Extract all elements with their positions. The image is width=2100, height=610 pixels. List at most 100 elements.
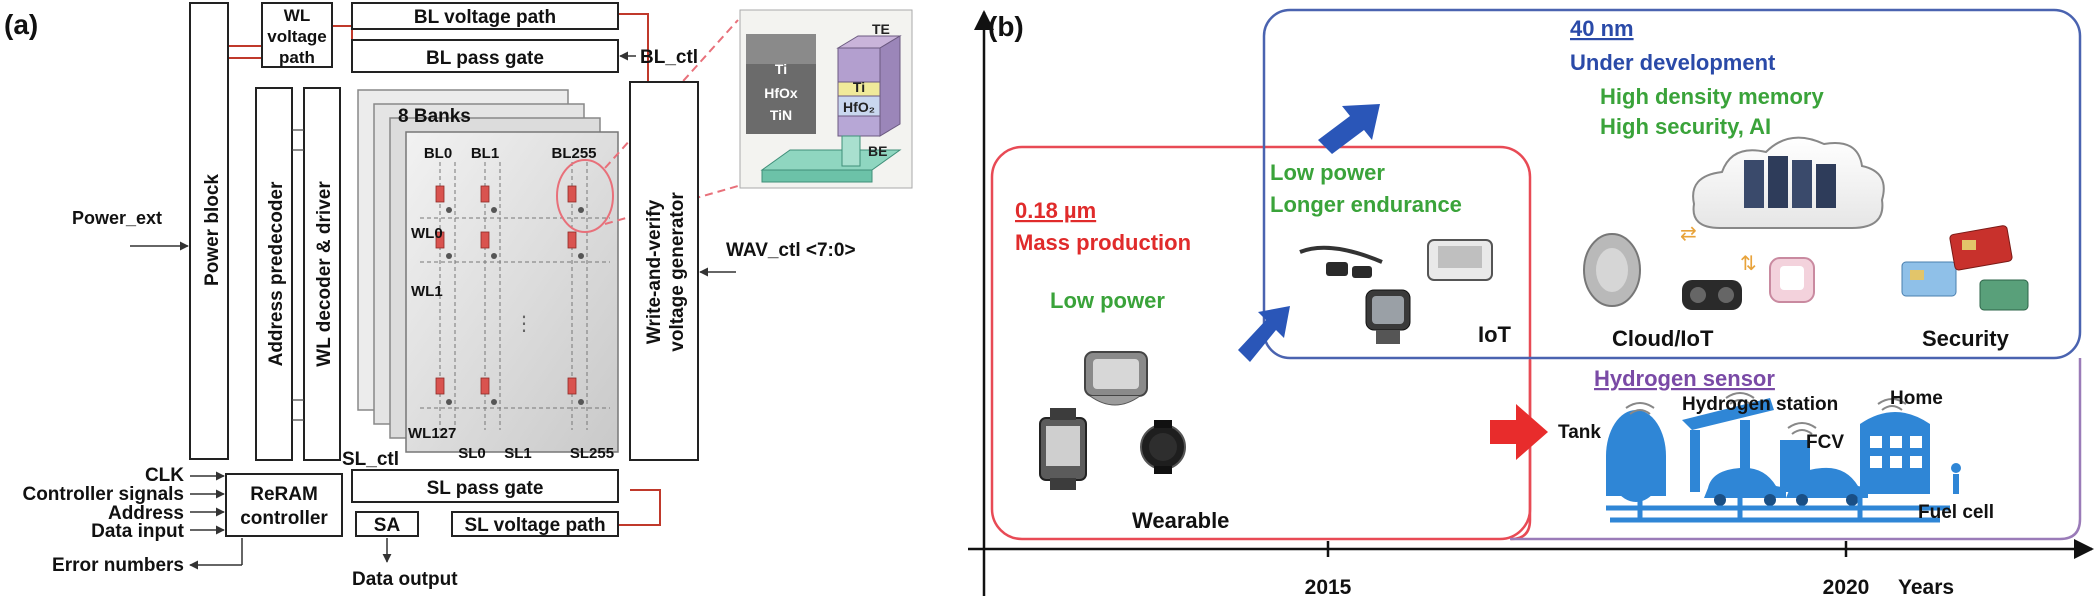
layer-stack-3d	[760, 35, 902, 183]
controller-line1: ReRAM	[250, 484, 318, 505]
sa-box	[355, 511, 419, 537]
controller-inputs	[189, 471, 243, 570]
node2-status: Under development	[1570, 50, 1776, 75]
wordline-labels: WL0 WL1 WL127	[408, 225, 456, 442]
hydrogen-pipes	[1606, 496, 1950, 523]
input-label: Address	[108, 503, 184, 524]
controller-line2: controller	[240, 508, 328, 529]
panel-b-label: (b)	[988, 11, 1024, 42]
iot-feature: Low power	[1270, 160, 1385, 185]
disk-drive-icon	[1583, 233, 1641, 307]
home-icon	[1860, 412, 1961, 494]
panel-b: (b) 2015 2020 Years 0.18 µm Mass product…	[968, 8, 2094, 599]
watch-icon	[1140, 420, 1186, 474]
sensor-box-icon	[1427, 239, 1493, 281]
iot-feature: Longer endurance	[1270, 192, 1462, 217]
sl-voltage-path-box	[451, 511, 619, 537]
bitline-label: BL255	[551, 145, 596, 162]
wl-voltage-path-line2: voltage	[267, 27, 327, 46]
hydrogen-label: Fuel cell	[1918, 502, 1994, 523]
cell-highlight	[556, 159, 614, 233]
fcv-car-icon	[1704, 467, 1786, 506]
array-ellipsis: ⋮	[514, 313, 534, 335]
hydrogen-scene	[1606, 392, 1961, 523]
credit-card-icon	[1979, 279, 2029, 311]
x-tick-label: 2020	[1823, 576, 1870, 599]
growth-arrow-blue	[1238, 306, 1290, 362]
x-tick-label: 2015	[1305, 576, 1352, 599]
sourceline-label: SL0	[458, 445, 486, 462]
tank-icon	[1606, 410, 1666, 502]
app-label: Security	[1922, 326, 2010, 351]
sourceline-label: SL255	[570, 445, 614, 462]
wav-ctl-label: WAV_ctl <7:0>	[726, 240, 856, 261]
vr-headset-icon	[1682, 280, 1742, 310]
node1-size: 0.18 µm	[1015, 198, 1096, 223]
credit-card-icon	[1901, 261, 1957, 297]
power-block	[189, 2, 229, 460]
address-predecoder-box	[255, 87, 293, 461]
input-label: CLK	[145, 465, 184, 486]
wl-voltage-path-box	[261, 2, 333, 68]
iot-devices	[1299, 239, 1493, 344]
wl-decoder-box	[303, 87, 341, 461]
bitline-label: BL1	[471, 145, 499, 162]
region-40nm	[1262, 8, 2082, 360]
node2-feature: High security, AI	[1600, 114, 1771, 139]
wordline-label: WL0	[411, 225, 443, 242]
input-label: Data input	[91, 521, 185, 542]
sl-voltage-path-label: SL voltage path	[464, 515, 605, 536]
wav-generator-line1: Write-and-verify	[644, 199, 665, 344]
hydrogen-label: FCV	[1806, 432, 1844, 453]
node1-status: Mass production	[1015, 230, 1191, 255]
input-label: Controller signals	[22, 484, 184, 505]
tem-layer-label: Ti	[775, 61, 787, 77]
smartwatch-icon	[1365, 289, 1411, 344]
zoom-line-top	[604, 19, 739, 169]
hydrogen-label: Hydrogen station	[1682, 394, 1838, 415]
watch-icon	[1039, 408, 1087, 490]
iot-label: IoT	[1478, 322, 1512, 347]
hydrogen-label: Home	[1890, 388, 1943, 409]
hydrogen-labels: Tank Hydrogen station FCV Home Fuel cell	[1558, 388, 1994, 523]
growth-arrow-blue	[1318, 104, 1380, 154]
wearable-devices	[1039, 351, 1186, 490]
be-label: BE	[868, 143, 887, 159]
app-label: Cloud/IoT	[1612, 326, 1714, 351]
credit-card-icon	[1949, 225, 2013, 271]
tem-layer-label: HfOx	[764, 85, 798, 101]
sl-ctl-label: SL_ctl	[342, 449, 399, 470]
wav-generator-box	[629, 81, 699, 461]
bl-voltage-path-box	[351, 2, 619, 30]
bank-stack	[357, 89, 619, 453]
region-018um	[990, 145, 1532, 541]
fcv-car-icon	[1786, 467, 1868, 506]
wearable-band-icon	[1769, 257, 1815, 303]
bl-ctl-label: BL_ctl	[640, 47, 698, 68]
bitline-labels: BL0 BL1 BL255	[424, 145, 597, 162]
region-hydrogen	[1510, 358, 2082, 541]
watch-icon	[1084, 351, 1148, 406]
wearable-label: Wearable	[1132, 508, 1229, 533]
sl-pass-gate-label: SL pass gate	[427, 478, 544, 499]
bl-pass-gate-box	[351, 39, 619, 73]
sourceline-label: SL1	[504, 445, 532, 462]
te-label: TE	[872, 21, 890, 37]
power-ext-label: Power_ext	[72, 208, 162, 228]
panel-a-label: (a)	[4, 9, 38, 40]
banks-label: 8 Banks	[398, 106, 471, 127]
security-cards	[1901, 225, 2029, 311]
bank-front	[405, 131, 619, 453]
memory-array: ⋮	[420, 162, 610, 430]
sync-arrow: ⇄	[1680, 223, 1697, 245]
tem-layer-label: TiN	[770, 107, 792, 123]
power-block-label: Power block	[202, 174, 223, 286]
panel-a: (a) Power block Power_ext WL voltage pat…	[4, 2, 913, 590]
wordline-label: WL127	[408, 425, 456, 442]
wl-voltage-path-line1: WL	[284, 6, 310, 25]
bl-pass-gate-label: BL pass gate	[426, 48, 544, 69]
wifi-sensor-icon	[1625, 392, 1907, 435]
node1-feature: Low power	[1050, 288, 1165, 313]
